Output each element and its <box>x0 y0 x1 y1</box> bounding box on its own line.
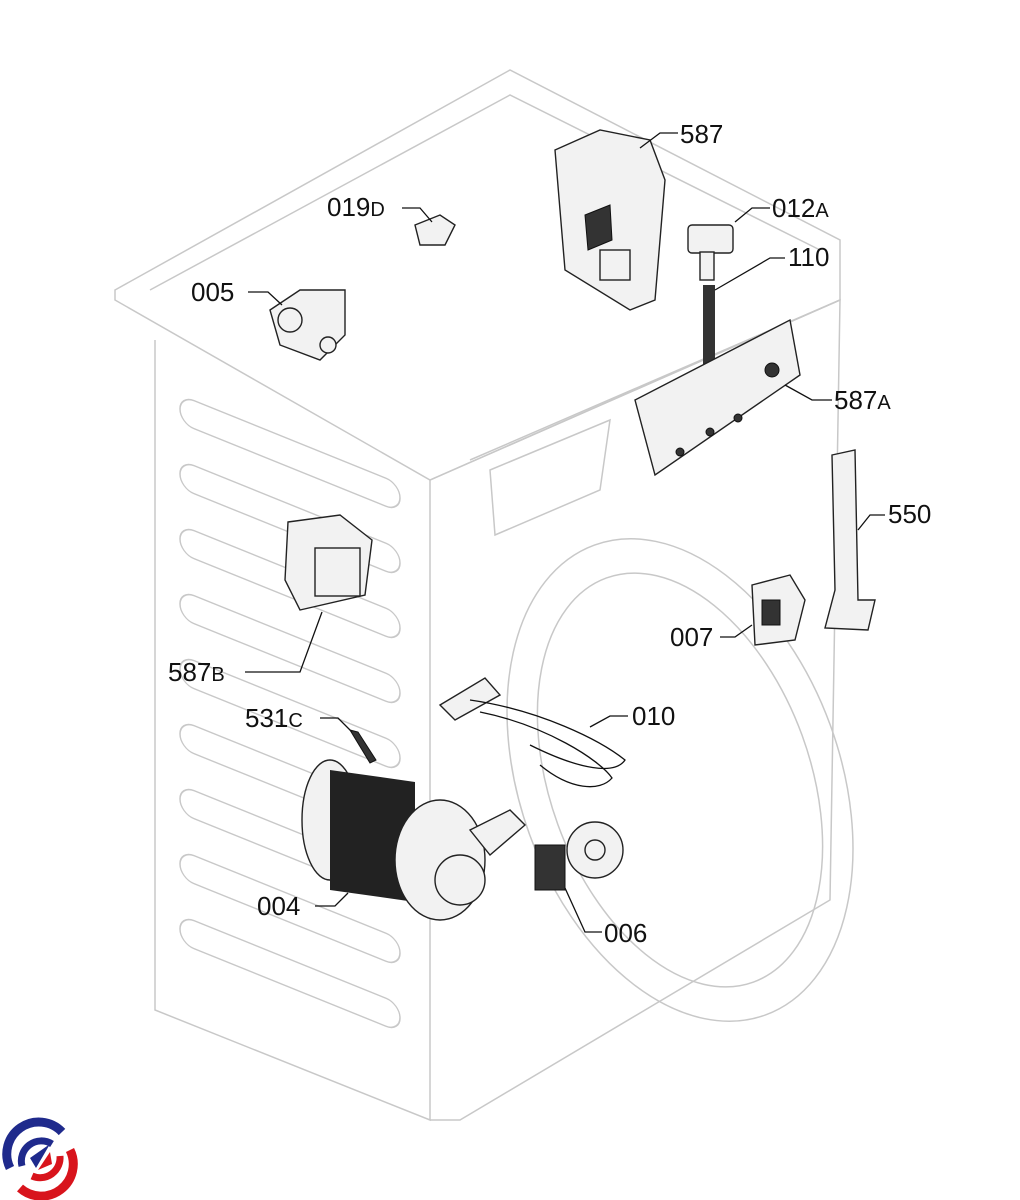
label-587: 587 <box>680 119 723 149</box>
part-007-door-lock[interactable] <box>751 574 806 646</box>
part-019d-clip[interactable] <box>414 214 456 246</box>
part-005-inlet-valve[interactable] <box>269 289 346 361</box>
label-004: 004 <box>257 891 300 921</box>
part-587-main-board[interactable] <box>554 129 666 311</box>
part-006-drain-pump[interactable] <box>534 821 624 891</box>
label-005: 005 <box>191 277 234 307</box>
brand-logo <box>2 1117 78 1200</box>
part-110-hose[interactable] <box>703 285 715 375</box>
label-550: 550 <box>888 499 931 529</box>
label-019d: 019D <box>327 192 385 222</box>
part-587b-filter[interactable] <box>284 514 373 611</box>
leader-lines <box>245 132 885 933</box>
label-110: 110 <box>788 242 829 272</box>
part-004-motor[interactable] <box>301 759 527 921</box>
label-006: 006 <box>604 918 647 948</box>
part-012a-pressure-switch[interactable] <box>687 224 734 281</box>
part-labels: 587 019D 012A 110 005 587A 550 007 587B … <box>168 119 931 948</box>
part-531c-screw[interactable] <box>348 729 377 764</box>
label-531c: 531C <box>245 703 303 733</box>
label-010: 010 <box>632 701 675 731</box>
label-007: 007 <box>670 622 713 652</box>
label-587a: 587A <box>834 385 891 415</box>
part-010-heater[interactable] <box>438 677 626 788</box>
part-550-bracket[interactable] <box>824 449 876 631</box>
part-587a-control-board[interactable] <box>634 318 801 477</box>
label-587b: 587B <box>168 657 225 687</box>
label-012a: 012A <box>772 193 829 223</box>
